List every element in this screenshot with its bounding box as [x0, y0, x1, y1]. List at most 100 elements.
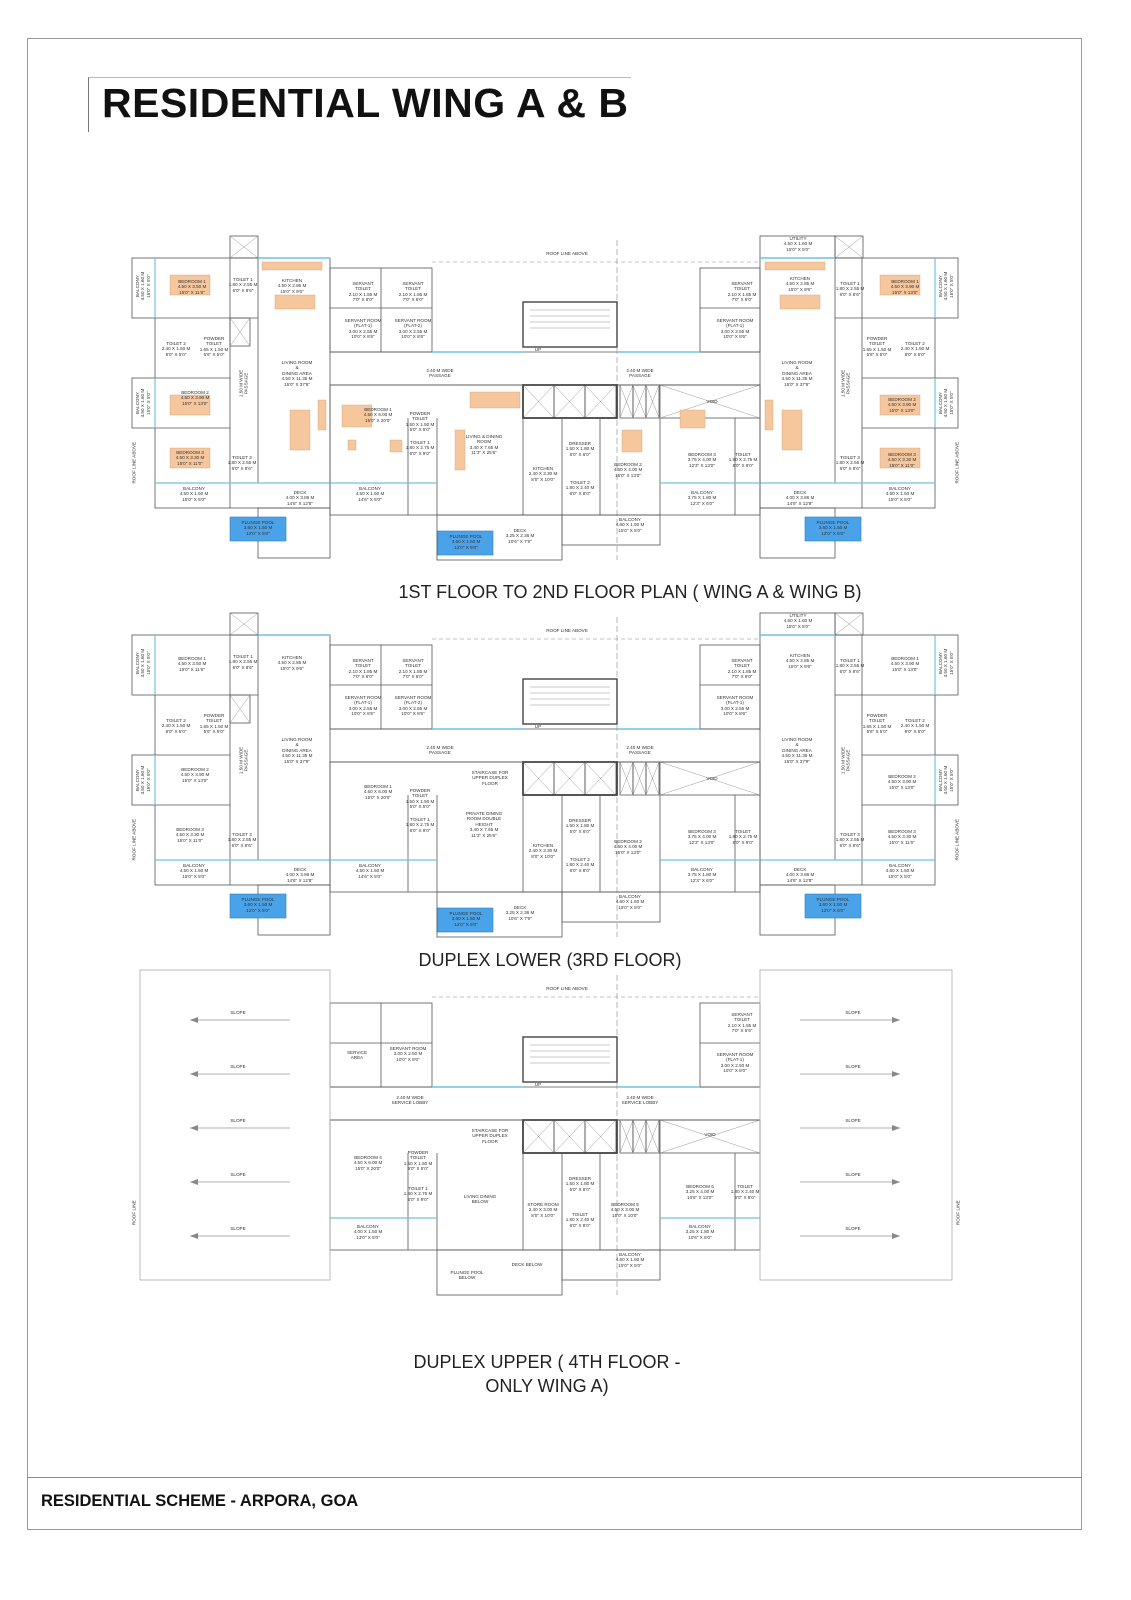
- room-label: KITCHEN 2.40 X 3.30 M 8'0" X 10'0": [528, 843, 558, 859]
- room-label: POWDER TOILET 1.50 X 1.50 M 5'0" X 5'0": [405, 788, 435, 810]
- room-label: TOILET 1 1.80 X 2.75 M 6'0" X 9'0": [403, 1186, 433, 1202]
- lift-shaft-cross: [584, 761, 617, 796]
- room-label: 2.40 M WIDE PASSAGE: [626, 745, 654, 756]
- room-label: 2.40 M WIDE SERVICE LOBBY: [391, 1095, 429, 1106]
- duct-cross: [619, 1119, 634, 1154]
- room-label: POWDER TOILET 1.65 X 1.50 M 5'6" X 5'0": [199, 713, 229, 735]
- furniture-block: [781, 409, 803, 451]
- room-label: KITCHEN 4.50 X 2.85 M 15'0" X 9'6": [785, 276, 815, 292]
- room-label: BALCONY 4.50 X 1.60 M 15'0" X 5'0": [134, 765, 151, 795]
- room-label: POWDER TOILET 1.65 X 1.50 M 5'6" X 5'0": [862, 336, 892, 358]
- room-label: ROOF LINE ABOVE: [546, 251, 588, 256]
- slope-arrowhead: [892, 1179, 900, 1185]
- room-label: BEDROOM 3 4.50 X 3.30 M 15'0" X 11'0": [887, 452, 917, 468]
- slope-arrowhead: [190, 1179, 198, 1185]
- room-label: BEDROOM 2 4.50 X 3.90 M 15'0" X 13'0": [180, 767, 210, 783]
- room-label: BEDROOM 5 4.50 X 3.00 M 15'0" X 10'0": [610, 1202, 640, 1218]
- lift-shaft-cross: [522, 384, 555, 419]
- room-label: TOILET 3 1.80 X 2.55 M 6'0" X 8'6": [227, 455, 257, 471]
- room-label: TOILET 2 1.80 X 2.40 M 6'0" X 8'0": [565, 857, 595, 873]
- room-label: 2.40 M WIDE PASSAGE: [626, 368, 654, 379]
- furniture-block: [764, 261, 826, 271]
- room-label: ROOF LINE: [955, 1200, 961, 1226]
- room-label: KITCHEN 2.40 X 3.30 M 8'0" X 10'0": [528, 466, 558, 482]
- room-label: LIVING ROOM & DINING AREA 4.50 X 11.35 M…: [781, 737, 813, 764]
- plan-caption-duplex-upper: DUPLEX UPPER ( 4TH FLOOR - ONLY WING A): [413, 1352, 681, 1396]
- room-label: UTILITY 4.50 X 1.60 M 15'0" X 5'0": [783, 613, 813, 629]
- room-label: DECK 4.00 X 3.86 M 14'6" X 12'8": [785, 490, 815, 506]
- room-label: BEDROOM 1 4.50 X 3.50 M 15'0" X 11'6": [177, 656, 207, 672]
- room-label: LIVING DINING BELOW: [463, 1194, 497, 1205]
- slope-arrowhead: [892, 1071, 900, 1077]
- room-label: SLOPE: [845, 1172, 861, 1177]
- room-label: POWDER TOILET 1.65 X 1.50 M 5'6" X 5'0": [862, 713, 892, 735]
- room-label: BEDROOM 1 4.50 X 3.90 M 15'0" X 13'0": [890, 279, 920, 295]
- room-label: SERVANT TOILET 2.10 X 1.85 M 7'0" X 6'0": [348, 658, 378, 680]
- room-label: SLOPE: [845, 1226, 861, 1231]
- furniture-block: [454, 429, 466, 471]
- room-label: TOILET 1.80 X 2.75 M 6'0" X 9'0": [728, 829, 758, 845]
- room-label: BALCONY 3.25 X 1.80 M 10'6" X 6'0": [685, 1224, 715, 1240]
- footer-divider: [27, 1477, 1082, 1478]
- furniture-block: [289, 409, 311, 451]
- room-label: PLUNGE POOL BELOW: [450, 1270, 484, 1281]
- plunge-pool: [229, 516, 287, 542]
- duct-cross: [645, 384, 660, 419]
- room-label: VOID: [706, 399, 718, 404]
- room-label: BEDROOM 2 4.50 X 3.90 M 15'0" X 13'0": [887, 397, 917, 413]
- lift-shaft-cross: [584, 1119, 617, 1154]
- room-label: SERVANT TOILET 2.10 X 1.85 M 7'0" X 6'0": [727, 658, 757, 680]
- room-label: 1.50 M WIDE PASSAGE: [840, 746, 851, 775]
- furniture-block: [169, 394, 211, 416]
- staircase: [522, 678, 618, 725]
- room-label: UP: [534, 1082, 542, 1087]
- room-label: VOID: [706, 776, 718, 781]
- slope-arrowhead: [892, 1125, 900, 1131]
- room-label: DRESSER 1.50 X 1.80 M 5'0" X 6'0": [565, 1176, 595, 1192]
- furniture-block: [879, 447, 921, 469]
- room-label: STAIRCASE FOR UPPER DUPLEX FLOOR: [471, 770, 509, 786]
- furniture-block: [879, 274, 921, 296]
- furniture-block: [879, 394, 921, 416]
- room-label: SLOPE: [230, 1118, 246, 1123]
- room-label: BEDROOM 3 4.50 X 3.30 M 15'0" X 11'0": [175, 827, 205, 843]
- room-label: SLOPE: [230, 1172, 246, 1177]
- room-label: 2.40 M WIDE SERVICE LOBBY: [621, 1095, 659, 1106]
- room-label: ROOF LINE ABOVE: [546, 986, 588, 991]
- room-label: BEDROOM 2 4.50 X 3.90 M 15'0" X 13'0": [180, 390, 210, 406]
- duct-cross: [632, 384, 647, 419]
- room-label: TOILET 1.80 X 2.75 M 6'0" X 9'0": [728, 452, 758, 468]
- room-label: ROOF LINE: [131, 1200, 137, 1226]
- room-label: SERVANT TOILET 2.10 X 1.85 M 7'0" X 6'0": [398, 658, 428, 680]
- room-label: PLUNGE POOL 3.60 X 1.50 M 12'0" X 5'0": [449, 534, 483, 550]
- room-label: BALCONY 4.50 X 1.50 M 15'0" X 5'0": [179, 863, 209, 879]
- room-label: BALCONY 3.75 X 1.80 M 12'3" X 6'0": [687, 867, 717, 883]
- lift-shaft-cross: [553, 761, 586, 796]
- room-label: ROOF LINE ABOVE: [954, 441, 960, 484]
- room-label: DECK 3.25 X 2.36 M 10'6" X 7'9": [505, 905, 535, 921]
- shaft: [229, 694, 251, 724]
- room-label: SERVANT TOILET 2.10 X 1.85 M 7'0" X 6'0": [398, 281, 428, 303]
- room-label: BEDROOM 1 4.50 X 3.50 M 15'0" X 11'6": [177, 279, 207, 295]
- room-label: SERVANT TOILET 2.10 X 1.65 M 7'0" X 5'6": [727, 1012, 757, 1034]
- room-label: BEDROOM 2 4.50 X 4.00 M 15'0" X 13'0": [613, 462, 643, 478]
- room-label: BALCONY 4.60 X 1.50 M 15'0" X 5'0": [615, 517, 645, 533]
- shaft-cross: [229, 694, 251, 724]
- room-label: BALCONY 4.50 X 1.60 M 15'0" X 5'0": [134, 388, 151, 418]
- room-label: POWDER TOILET 1.50 X 1.50 M 5'0" X 5'0": [403, 1150, 433, 1172]
- slope-arrowhead: [892, 1017, 900, 1023]
- title-box: [88, 77, 631, 132]
- room-label: BALCONY 4.50 X 1.50 M 14'6" X 5'0": [355, 863, 385, 879]
- shaft: [229, 317, 251, 347]
- room-label: BALCONY 4.50 X 1.60 M 15'0" X 5'0": [134, 271, 151, 301]
- lower-balcony: [561, 514, 661, 546]
- furniture-block: [347, 439, 357, 451]
- room-label: STAIRCASE FOR UPPER DUPLEX FLOOR: [471, 1128, 509, 1144]
- room-label: PLUNGE POOL 3.60 X 1.50 M 12'0" X 5'0": [816, 520, 850, 536]
- plunge-pool: [436, 530, 494, 556]
- room-label: BEDROOM 3 3.75 X 4.00 M 12'3" X 13'0": [687, 829, 717, 845]
- room-label: VOID: [704, 1132, 716, 1137]
- plan-caption-duplex-lower: DUPLEX LOWER (3RD FLOOR): [418, 950, 682, 970]
- room-label: DECK BELOW: [511, 1262, 543, 1267]
